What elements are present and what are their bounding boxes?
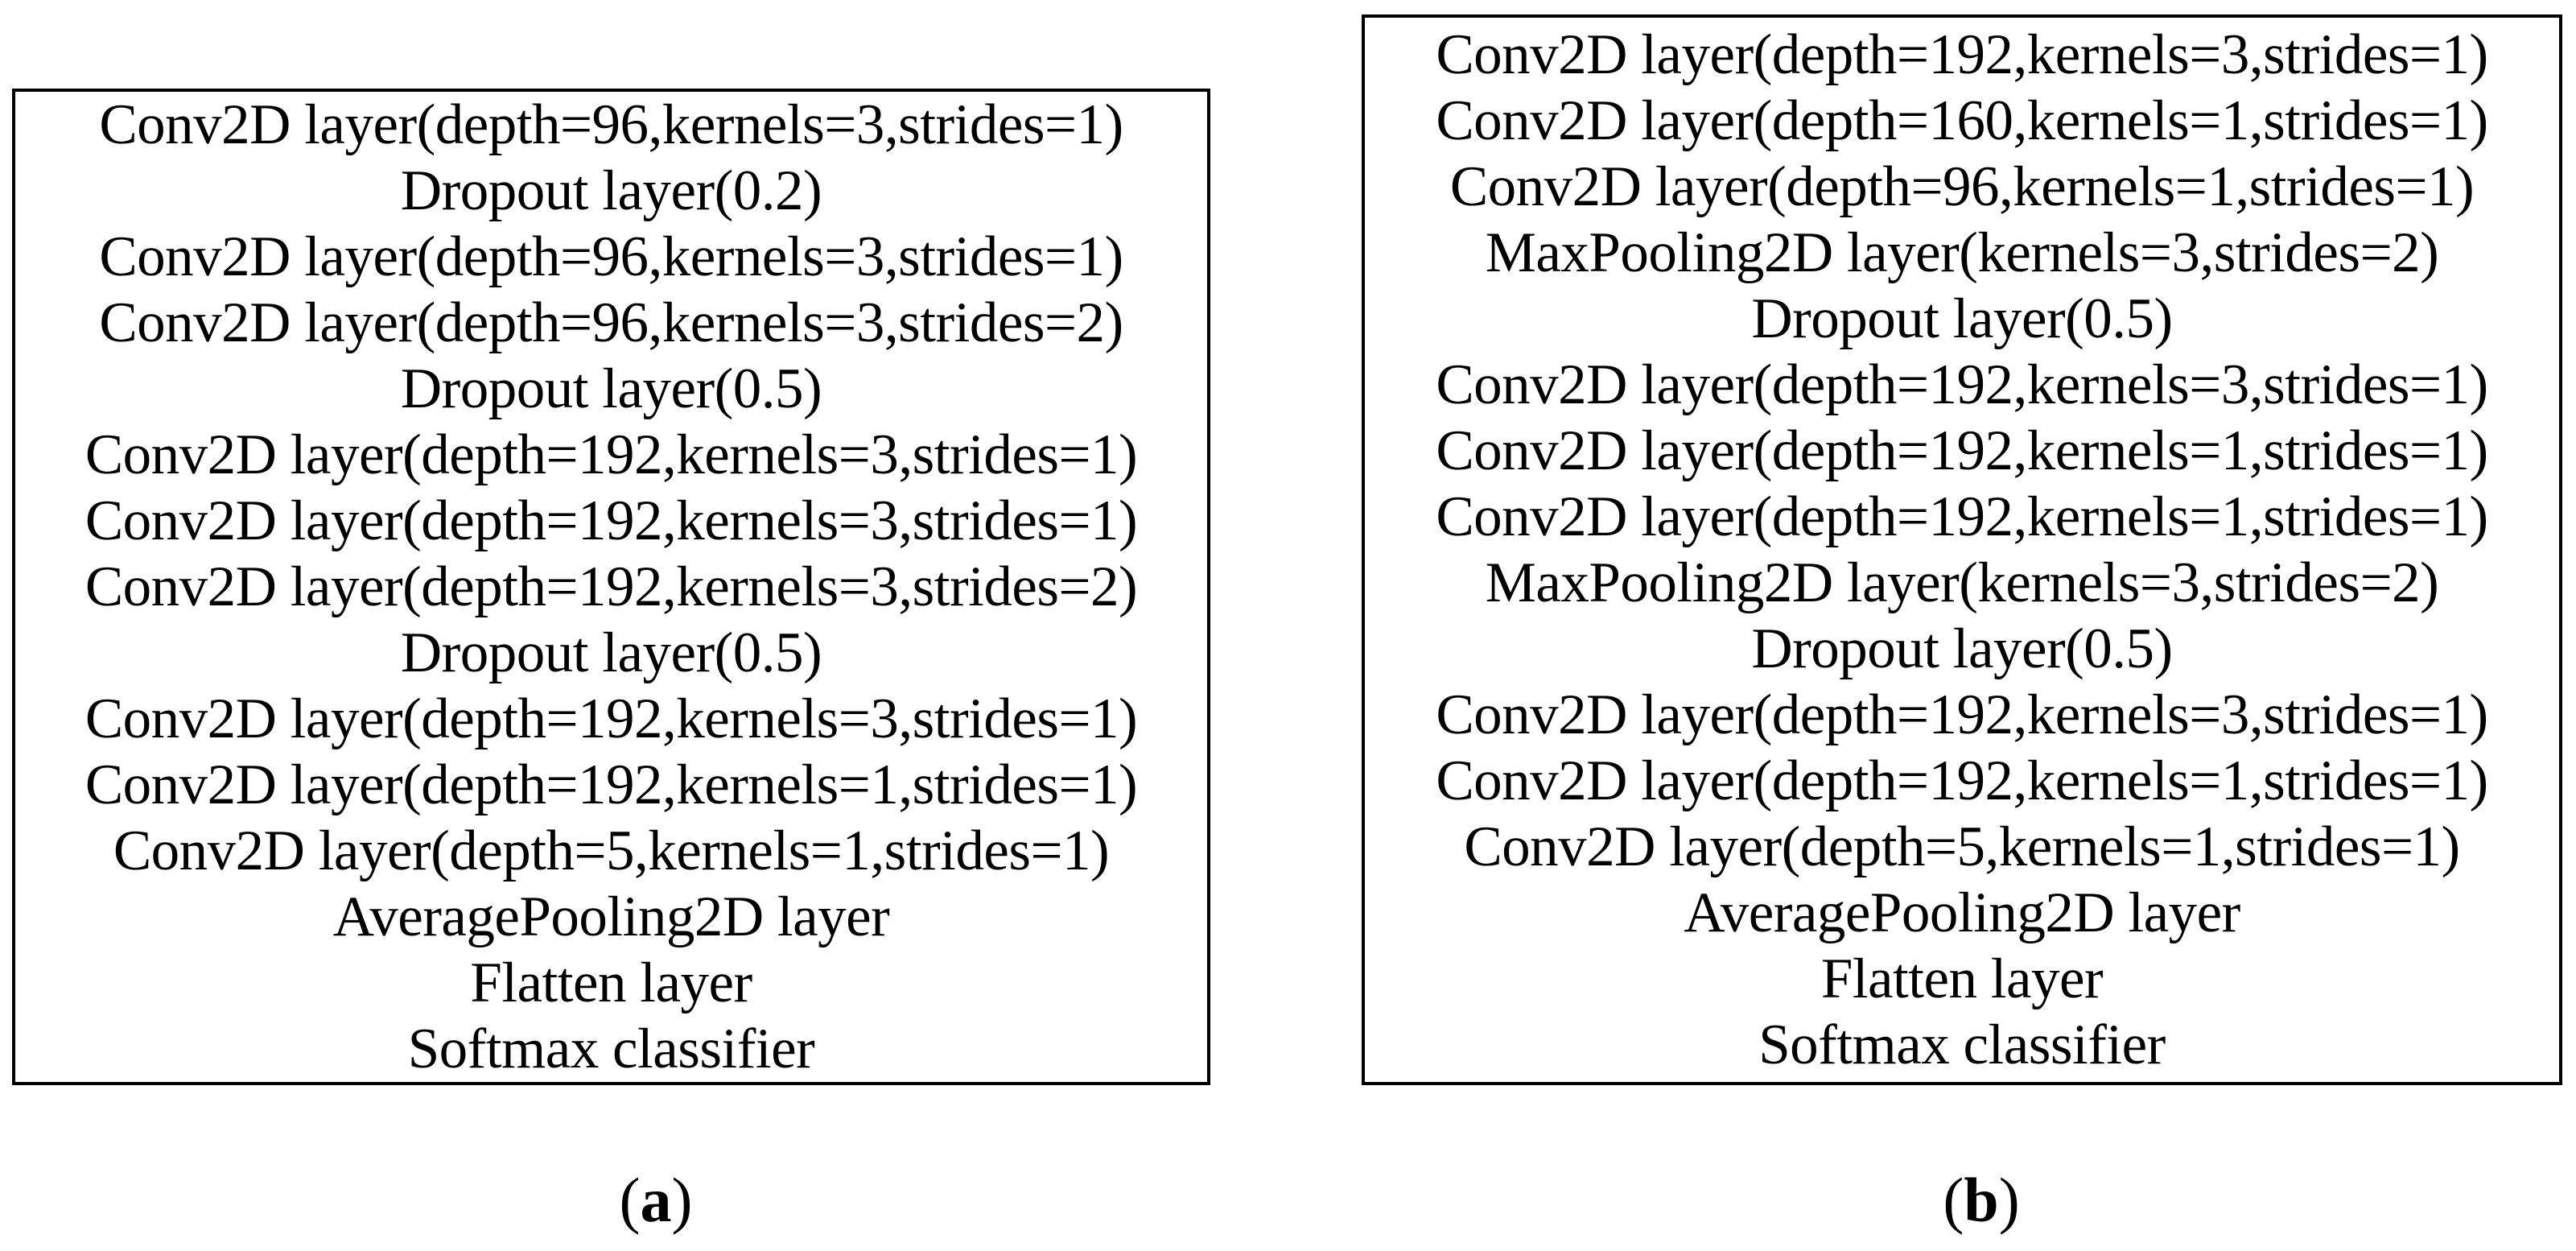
layer-line: Dropout layer(0.5) (1751, 287, 2173, 350)
layer-line: Dropout layer(0.5) (400, 621, 822, 684)
panel-b-label: (b) (1861, 1166, 2102, 1235)
layer-line: Conv2D layer(depth=192,kernels=1,strides… (1436, 749, 2488, 812)
layer-line: Conv2D layer(depth=192,kernels=1,strides… (84, 753, 1138, 816)
layer-line: Conv2D layer(depth=192,kernels=3,strides… (84, 555, 1138, 618)
layer-line: Softmax classifier (407, 1018, 815, 1080)
layer-line: MaxPooling2D layer(kernels=3,strides=2) (1485, 221, 2439, 284)
layer-line: Softmax classifier (1758, 1014, 2166, 1076)
layer-line: MaxPooling2D layer(kernels=3,strides=2) (1485, 551, 2439, 614)
layer-line: Dropout layer(0.2) (400, 159, 822, 222)
layer-line: AveragePooling2D layer (1684, 881, 2240, 944)
layer-line: Dropout layer(0.5) (1751, 617, 2173, 680)
panel-a-label: (a) (535, 1166, 777, 1235)
panel-b-label-open-paren: ( (1943, 1165, 1964, 1235)
layer-line: Conv2D layer(depth=192,kernels=3,strides… (84, 489, 1138, 552)
layer-line: AveragePooling2D layer (332, 886, 890, 948)
panel-b-label-letter: b (1964, 1165, 1999, 1235)
panel-a-label-open-paren: ( (619, 1165, 641, 1235)
layer-line: Dropout layer(0.5) (400, 357, 822, 420)
panel-a-label-letter: a (640, 1165, 672, 1235)
layer-line: Conv2D layer(depth=192,kernels=3,strides… (84, 687, 1138, 750)
layer-line: Conv2D layer(depth=160,kernels=1,strides… (1436, 89, 2488, 152)
layer-line: Conv2D layer(depth=96,kernels=3,strides=… (99, 225, 1123, 288)
layer-line: Flatten layer (470, 952, 752, 1014)
layer-line: Conv2D layer(depth=96,kernels=1,strides=… (1449, 155, 2475, 218)
panel-a-label-close-paren: ) (671, 1165, 693, 1235)
panel-b-label-close-paren: ) (1998, 1165, 2020, 1235)
layer-line: Conv2D layer(depth=192,kernels=3,strides… (84, 423, 1138, 486)
layer-line: Conv2D layer(depth=96,kernels=3,strides=… (99, 291, 1123, 354)
layer-line: Conv2D layer(depth=192,kernels=3,strides… (1436, 683, 2488, 746)
layer-line: Conv2D layer(depth=192,kernels=1,strides… (1436, 419, 2488, 482)
layer-line: Conv2D layer(depth=192,kernels=3,strides… (1436, 353, 2488, 416)
layer-line: Conv2D layer(depth=5,kernels=1,strides=1… (1464, 815, 2460, 878)
panel-b-box: Conv2D layer(depth=192,kernels=3,strides… (1362, 14, 2562, 1085)
layer-line: Conv2D layer(depth=192,kernels=1,strides… (1436, 485, 2488, 548)
layer-line: Conv2D layer(depth=5,kernels=1,strides=1… (113, 820, 1110, 882)
panel-a-box: Conv2D layer(depth=96,kernels=3,strides=… (12, 89, 1210, 1085)
layer-line: Conv2D layer(depth=192,kernels=3,strides… (1436, 23, 2488, 86)
layer-line: Conv2D layer(depth=96,kernels=3,strides=… (99, 93, 1123, 156)
layer-line: Flatten layer (1820, 948, 2104, 1010)
